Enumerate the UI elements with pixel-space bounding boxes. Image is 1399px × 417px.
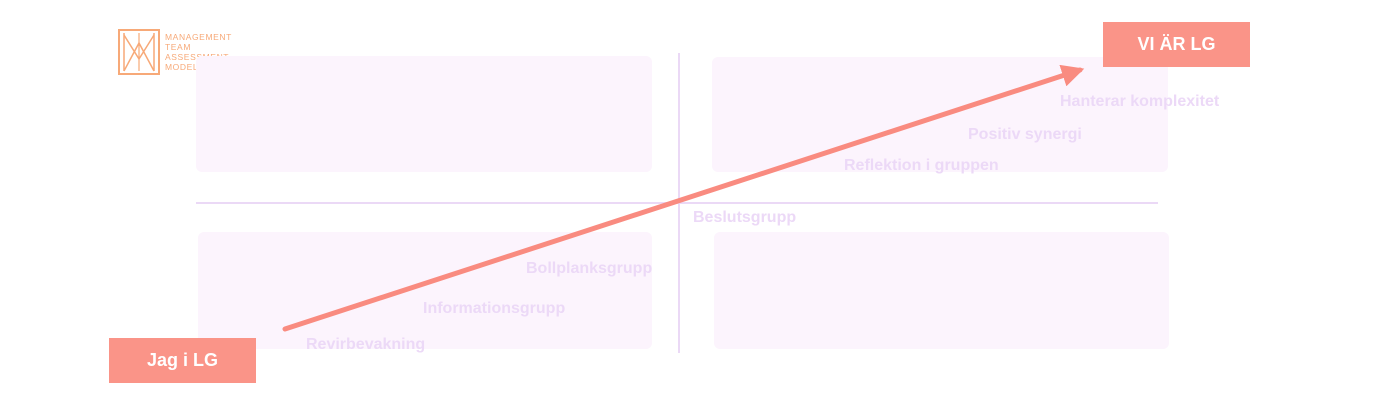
quadrant-top-left [196, 56, 652, 172]
stage-label-informationsgrupp: Informationsgrupp [423, 300, 566, 317]
quadrant-bottom-left [198, 232, 652, 349]
tag-jag-i-lg: Jag i LG [109, 338, 256, 383]
stage-label-bollplanksgrupp: Bollplanksgrupp [526, 260, 653, 277]
stage-label-beslutsgrupp: Beslutsgrupp [693, 209, 797, 226]
quadrant-bottom-right [714, 232, 1169, 349]
horizontal-axis [196, 202, 1158, 204]
logo-line: TEAM [165, 42, 192, 52]
stage-label-hanterar-komplexitet: Hanterar komplexitet [1060, 93, 1220, 110]
stage-label-positiv-synergi: Positiv synergi [968, 126, 1082, 143]
vertical-axis [678, 53, 680, 353]
tag-vi-ar-lg: VI ÄR LG [1103, 22, 1250, 67]
mtam-logo-icon [118, 29, 160, 75]
stage-label-revirbevakning: Revirbevakning [306, 336, 426, 353]
logo-line: MANAGEMENT [165, 32, 232, 42]
quadrant-top-right [712, 57, 1168, 172]
stage-label-reflektion-i-gruppen: Reflektion i gruppen [844, 157, 999, 174]
logo-line: MODEL [165, 62, 199, 72]
